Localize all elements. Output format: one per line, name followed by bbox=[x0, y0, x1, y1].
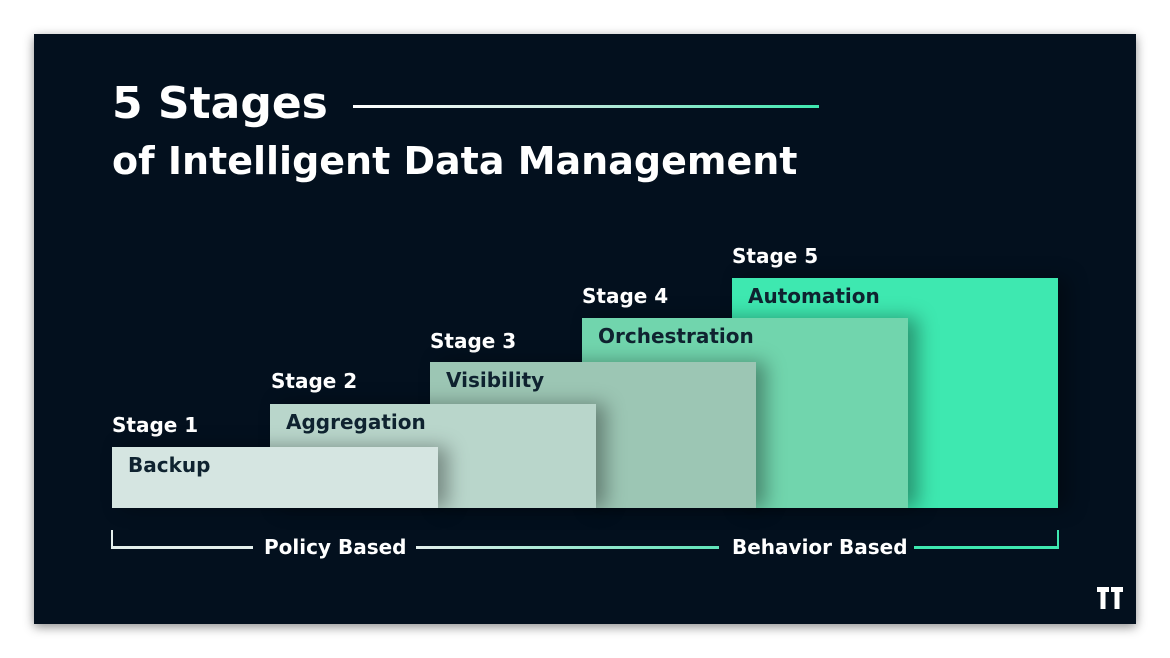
axis-line-middle bbox=[416, 546, 719, 549]
axis-label-behavior: Behavior Based bbox=[732, 535, 908, 559]
axis-label-policy: Policy Based bbox=[264, 535, 407, 559]
stage-3-label: Stage 3 bbox=[430, 329, 517, 353]
stage-1-name: Backup bbox=[128, 453, 211, 477]
title-line-1: 5 Stages bbox=[112, 78, 328, 129]
stage-4-label: Stage 4 bbox=[582, 284, 669, 308]
axis-line-right bbox=[914, 546, 1059, 549]
axis-line-left bbox=[111, 546, 253, 549]
stage-5-label: Stage 5 bbox=[732, 244, 819, 268]
stage-1-label: Stage 1 bbox=[112, 413, 199, 437]
axis-bracket-left bbox=[111, 530, 113, 548]
stage-3-name: Visibility bbox=[446, 368, 545, 392]
stage-4-name: Orchestration bbox=[598, 324, 754, 348]
title-rule bbox=[353, 105, 819, 108]
stage-2-name: Aggregation bbox=[286, 410, 426, 434]
tt-logo-icon bbox=[1097, 587, 1123, 609]
stage-1-block: Backup bbox=[112, 447, 438, 508]
stage-2-label: Stage 2 bbox=[271, 369, 358, 393]
slide: 5 Stages of Intelligent Data Management … bbox=[34, 34, 1136, 624]
stage-5-name: Automation bbox=[748, 284, 880, 308]
title-line-2: of Intelligent Data Management bbox=[112, 139, 798, 183]
axis-bracket-right bbox=[1057, 530, 1059, 548]
